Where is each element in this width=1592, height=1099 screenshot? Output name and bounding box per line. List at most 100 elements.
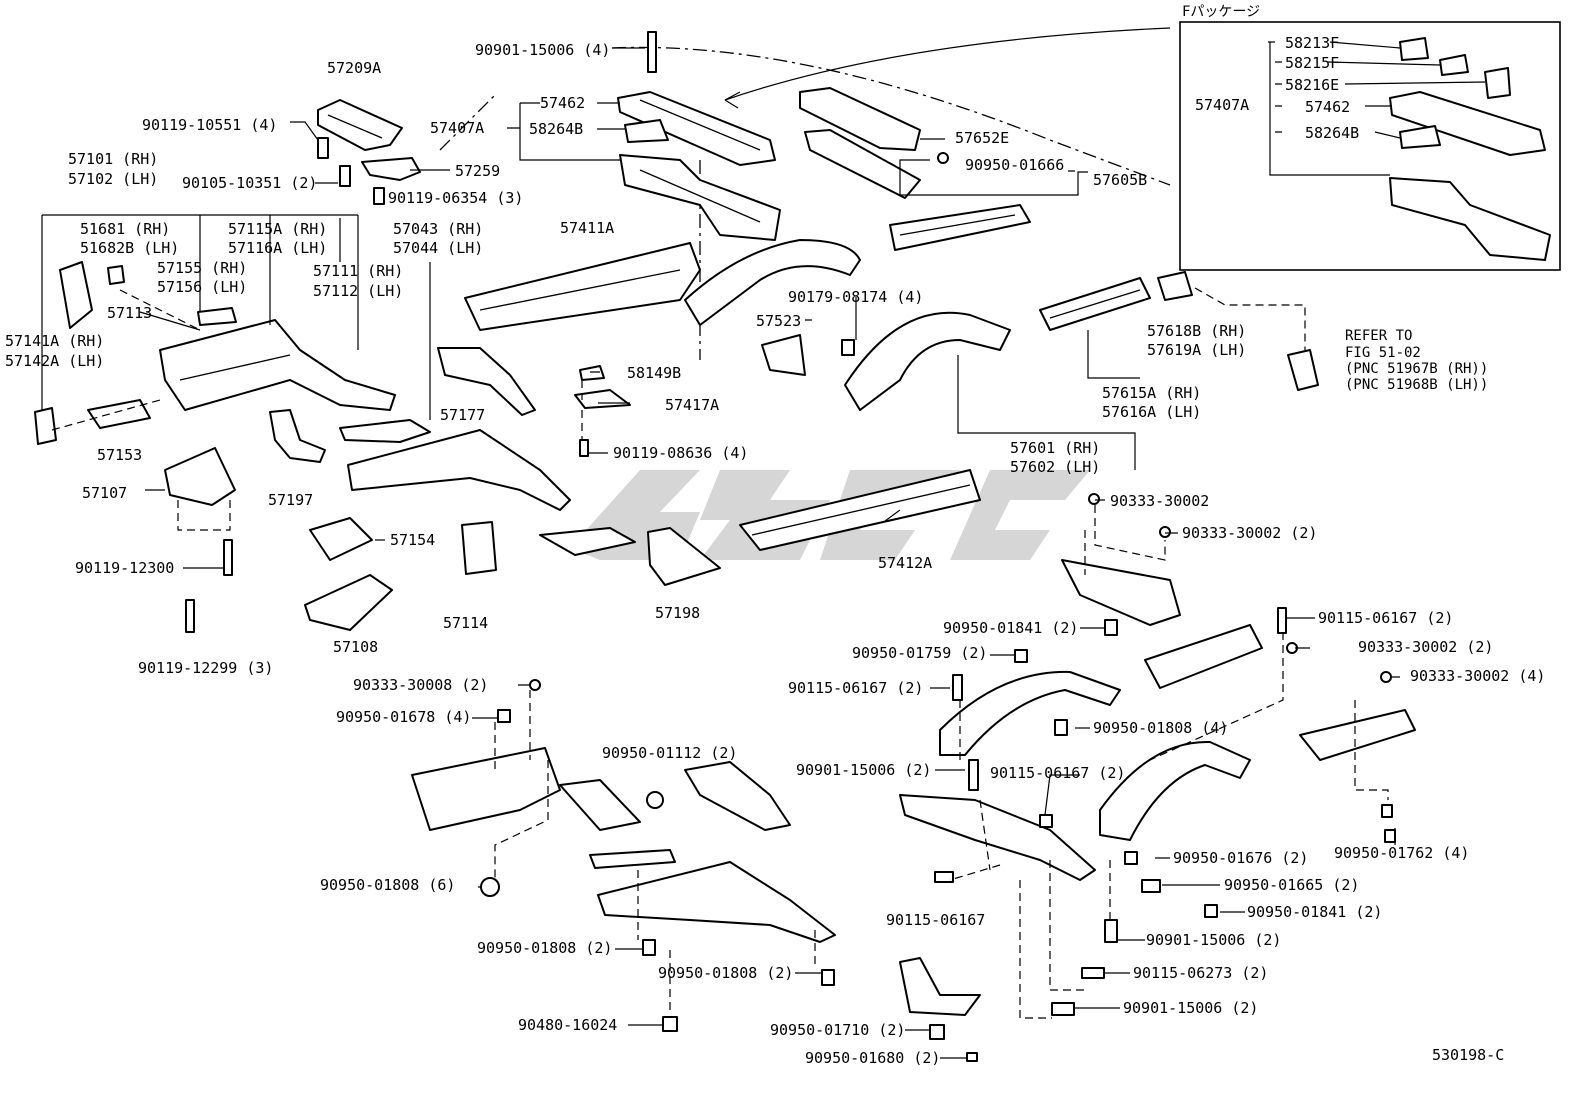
refer-line1: REFER TO xyxy=(1345,328,1412,344)
inset-label: 58264B xyxy=(1305,124,1359,142)
label: 57113 xyxy=(107,304,152,322)
part-rail-lower-right-3 xyxy=(1299,709,1416,761)
label: 57652E xyxy=(955,129,1009,147)
label: 90119-12300 xyxy=(75,559,174,577)
label: 57115A (RH) xyxy=(228,220,327,238)
inset-box xyxy=(1179,21,1561,271)
label: 57141A (RH) xyxy=(5,332,104,350)
part-rail-upper xyxy=(619,154,781,241)
part-57417a xyxy=(574,389,631,409)
label: 51682B (LH) xyxy=(80,239,179,257)
label: 57102 (LH) xyxy=(68,170,158,188)
drawing-number: 530198-C xyxy=(1432,1046,1504,1064)
part-57111 xyxy=(159,319,396,411)
label: 57417A xyxy=(665,396,719,414)
part-58215f xyxy=(1439,54,1469,76)
inset-label: 58213F xyxy=(1285,34,1339,52)
label: 90950-01762 (4) xyxy=(1334,844,1469,862)
label: 57112 (LH) xyxy=(313,282,403,300)
part-57043 xyxy=(339,419,431,443)
part-refer-bracket xyxy=(1287,349,1319,391)
part-labels: 90901-15006 (4) 57209A 90119-10551 (4) 5… xyxy=(5,41,1545,1067)
label: 57116A (LH) xyxy=(228,239,327,257)
part-58216e xyxy=(1484,67,1511,99)
part-58264b-inset xyxy=(1399,125,1441,149)
label: 57156 (LH) xyxy=(157,278,247,296)
label: 90115-06167 xyxy=(886,911,985,929)
part-57462-inset xyxy=(1389,91,1546,156)
label: 90333-30002 (2) xyxy=(1358,638,1493,656)
label: 57259 xyxy=(455,162,500,180)
part-51681 xyxy=(59,261,93,329)
part-57601 xyxy=(844,311,1011,411)
part-bracket-bottom-center xyxy=(899,957,981,1016)
part-57155 xyxy=(197,307,237,326)
label: 90333-30002 xyxy=(1110,492,1209,510)
label: 57412A xyxy=(878,554,932,572)
label: 57155 (RH) xyxy=(157,259,247,277)
inset-label: 57462 xyxy=(1305,98,1350,116)
arrow-line xyxy=(724,27,1171,101)
label: 90115-06167 (2) xyxy=(788,679,923,697)
label: 90333-30002 (2) xyxy=(1182,524,1317,542)
leader-lines xyxy=(41,41,1486,1059)
inset-title: Fパッケージ xyxy=(1182,4,1260,20)
inset-label: 58215F xyxy=(1285,54,1339,72)
label: 90950-01808 (6) xyxy=(320,876,455,894)
label: 90950-01678 (4) xyxy=(336,708,471,726)
part-57523 xyxy=(761,334,806,376)
part-58149b xyxy=(579,365,605,381)
part-57618b xyxy=(1157,271,1193,301)
label: 90901-15006 (4) xyxy=(475,41,610,59)
label: 90950-01710 (2) xyxy=(770,1021,905,1039)
label: 57615A (RH) xyxy=(1102,384,1201,402)
label: 90950-01841 (2) xyxy=(1247,903,1382,921)
label: 57605B xyxy=(1093,171,1147,189)
part-57605b xyxy=(804,129,921,199)
refer-line3: (PNC 51967B (RH)) xyxy=(1345,361,1488,377)
label: 57044 (LH) xyxy=(393,239,483,257)
label: 90950-01808 (2) xyxy=(477,939,612,957)
part-bracket-center xyxy=(539,527,636,556)
label: 90119-06354 (3) xyxy=(388,189,523,207)
label: 90333-30008 (2) xyxy=(353,676,488,694)
part-lower-rail-left xyxy=(347,429,571,511)
label: 57177 xyxy=(440,406,485,424)
label: 90901-15006 (2) xyxy=(1123,999,1258,1017)
label: 58264B xyxy=(529,120,583,138)
label: 57616A (LH) xyxy=(1102,403,1201,421)
label: 57153 xyxy=(97,446,142,464)
refer-note: REFER TO FIG 51-02 (PNC 51967B (RH)) (PN… xyxy=(1345,328,1488,393)
part-57113-small xyxy=(107,265,125,285)
part-57652e xyxy=(799,87,921,151)
inset-label: 58216E xyxy=(1285,76,1339,94)
label: 90480-16024 xyxy=(518,1016,617,1034)
label: 57601 (RH) xyxy=(1010,439,1100,457)
part-lower-frame-center xyxy=(899,794,1096,881)
label: 57523 xyxy=(756,312,801,330)
part-58213f xyxy=(1399,37,1429,61)
part-57197 xyxy=(269,409,326,463)
label: 90950-01680 (2) xyxy=(805,1049,940,1067)
part-small-lower xyxy=(589,849,676,869)
label: 90119-12299 (3) xyxy=(138,659,273,677)
part-58264b xyxy=(624,119,669,143)
label: 57619A (LH) xyxy=(1147,341,1246,359)
part-57259 xyxy=(361,157,421,181)
label: 57618B (RH) xyxy=(1147,322,1246,340)
part-rail-lower-left xyxy=(411,747,561,831)
inset-group-label: 57407A xyxy=(1195,96,1249,114)
label: 90950-01665 (2) xyxy=(1224,876,1359,894)
label: 90950-01841 (2) xyxy=(943,619,1078,637)
label: 90950-01808 (4) xyxy=(1093,719,1228,737)
label: 90179-08174 (4) xyxy=(788,288,923,306)
part-57177 xyxy=(437,347,536,416)
part-57141a xyxy=(34,407,57,445)
label: 90950-01666 xyxy=(965,156,1064,174)
label: 57108 xyxy=(333,638,378,656)
label: 51681 (RH) xyxy=(80,220,170,238)
part-frame-lower-left xyxy=(597,861,836,943)
label: 57142A (LH) xyxy=(5,352,104,370)
inset-labels: 57407A 58213F 58215F 58216E 57462 58264B xyxy=(1195,34,1359,142)
part-57198 xyxy=(647,527,721,586)
